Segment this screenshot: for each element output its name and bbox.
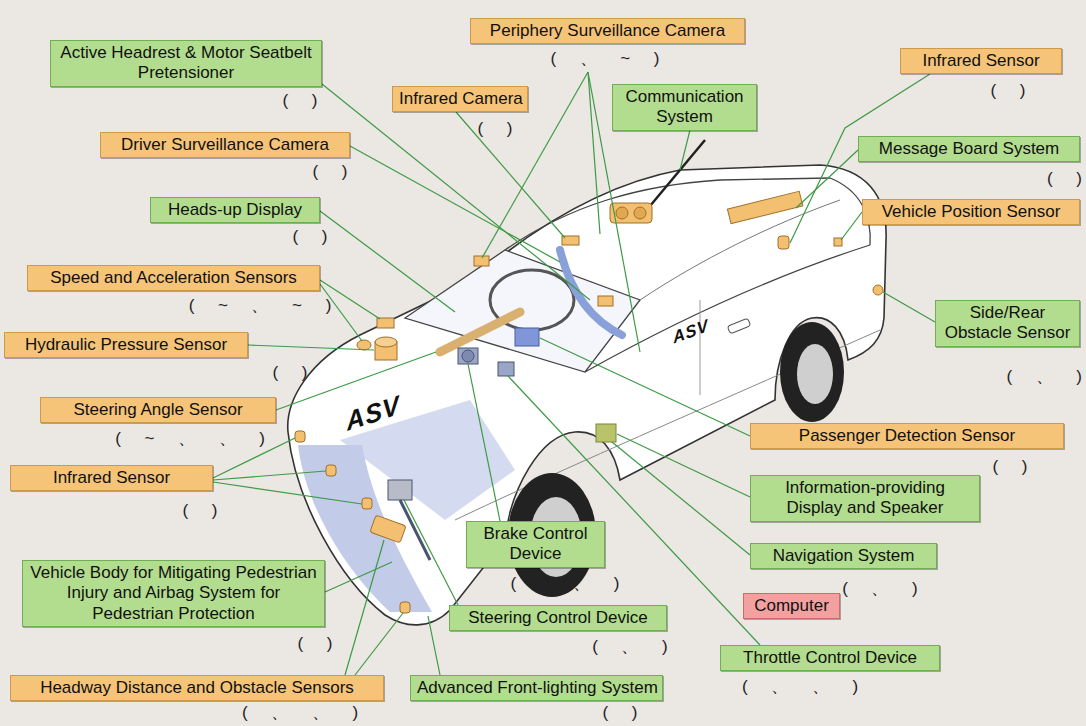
label-box: Side/Rear Obstacle Sensor xyxy=(935,300,1080,347)
part-name: Speed and Acceleration Sensors xyxy=(34,268,313,288)
callout-number: ( 、 、 ) xyxy=(242,704,358,723)
label-box: Periphery Surveillance Camera xyxy=(470,18,745,44)
label-box: Throttle Control Device xyxy=(720,645,940,671)
part-name: Headway Distance and Obstacle Sensors xyxy=(17,678,377,698)
part-name: Infrared Camera xyxy=(399,89,521,109)
callout-number: ( 、 ~ ) xyxy=(550,50,659,69)
callout-number: ( ) xyxy=(293,228,328,247)
label-box: Message Board System xyxy=(858,136,1080,162)
label-box: Infrared Sensor xyxy=(900,48,1062,74)
part-name: Steering Control Device xyxy=(456,608,660,628)
callout-number: ( ) xyxy=(298,635,333,654)
callout-number: ( ) xyxy=(993,458,1028,477)
part-name: Message Board System xyxy=(865,139,1073,159)
part-name: Vehicle Body for Mitigating Pedestrian I… xyxy=(29,563,318,624)
part-name: Brake Control Device xyxy=(473,524,598,565)
label-box: Brake Control Device xyxy=(466,521,605,568)
part-name: Infrared Sensor xyxy=(17,468,206,488)
callout-number: ( 、 ) xyxy=(1006,368,1082,387)
part-name: Throttle Control Device xyxy=(727,648,933,668)
part-name: Information-providing Display and Speake… xyxy=(757,478,973,519)
part-name: Side/Rear Obstacle Sensor xyxy=(942,303,1073,344)
part-name: Driver Surveillance Camera xyxy=(107,135,343,155)
part-name: Active Headrest & Motor Seatbelt Pretens… xyxy=(57,43,315,84)
label-box: Computer xyxy=(743,593,840,619)
label-box: Driver Surveillance Camera xyxy=(100,132,350,158)
part-name: Infrared Sensor xyxy=(907,51,1055,71)
callout-number: ( 、 ) xyxy=(592,638,668,657)
part-name: Navigation System xyxy=(757,546,930,566)
label-box: Hydraulic Pressure Sensor xyxy=(4,332,248,358)
label-box: Steering Control Device xyxy=(449,605,667,631)
label-box: Infrared Camera xyxy=(392,86,528,112)
label-box: Steering Angle Sensor xyxy=(40,397,276,423)
callout-number: ( ) xyxy=(1047,170,1082,189)
callout-number: ( ~ 、 ~ ) xyxy=(189,297,332,316)
part-name: Advanced Front-lighting System xyxy=(417,678,656,698)
callout-number: ( ~ 、 、 ) xyxy=(115,430,265,449)
label-box: Communication System xyxy=(612,84,757,131)
callout-number: ( ) xyxy=(991,82,1026,101)
callout-number: ( ) xyxy=(313,163,348,182)
label-box: Infrared Sensor xyxy=(10,465,213,491)
callout-number: ( ~ 、 ) xyxy=(510,575,619,594)
part-name: Hydraulic Pressure Sensor xyxy=(11,335,241,355)
label-box: Headway Distance and Obstacle Sensors xyxy=(10,675,384,701)
part-name: Vehicle Position Sensor xyxy=(869,202,1073,222)
label-box: Heads-up Display xyxy=(150,197,320,223)
callout-number: ( 、 、 ) xyxy=(742,678,858,697)
callout-number: ( ) xyxy=(283,92,318,111)
part-name: Periphery Surveillance Camera xyxy=(477,21,738,41)
label-box: Information-providing Display and Speake… xyxy=(750,475,980,522)
label-box: Vehicle Body for Mitigating Pedestrian I… xyxy=(22,560,325,627)
label-box: Passenger Detection Sensor xyxy=(750,423,1064,449)
label-box: Speed and Acceleration Sensors xyxy=(27,265,320,291)
label-box: Navigation System xyxy=(750,543,937,569)
callout-number: ( ) xyxy=(273,364,308,383)
callout-number: ( ) xyxy=(603,704,638,723)
label-box: Vehicle Position Sensor xyxy=(862,199,1080,225)
part-name: Communication System xyxy=(619,87,750,128)
part-name: Steering Angle Sensor xyxy=(47,400,269,420)
callout-number: ( ) xyxy=(478,120,513,139)
label-box: Advanced Front-lighting System xyxy=(410,675,663,701)
part-name: Heads-up Display xyxy=(157,200,313,220)
callout-number: ( ) xyxy=(183,502,218,521)
part-name: Computer xyxy=(750,596,833,616)
callout-number: ( 、 ) xyxy=(842,580,918,599)
part-name: Passenger Detection Sensor xyxy=(757,426,1057,446)
label-box: Active Headrest & Motor Seatbelt Pretens… xyxy=(50,40,322,87)
